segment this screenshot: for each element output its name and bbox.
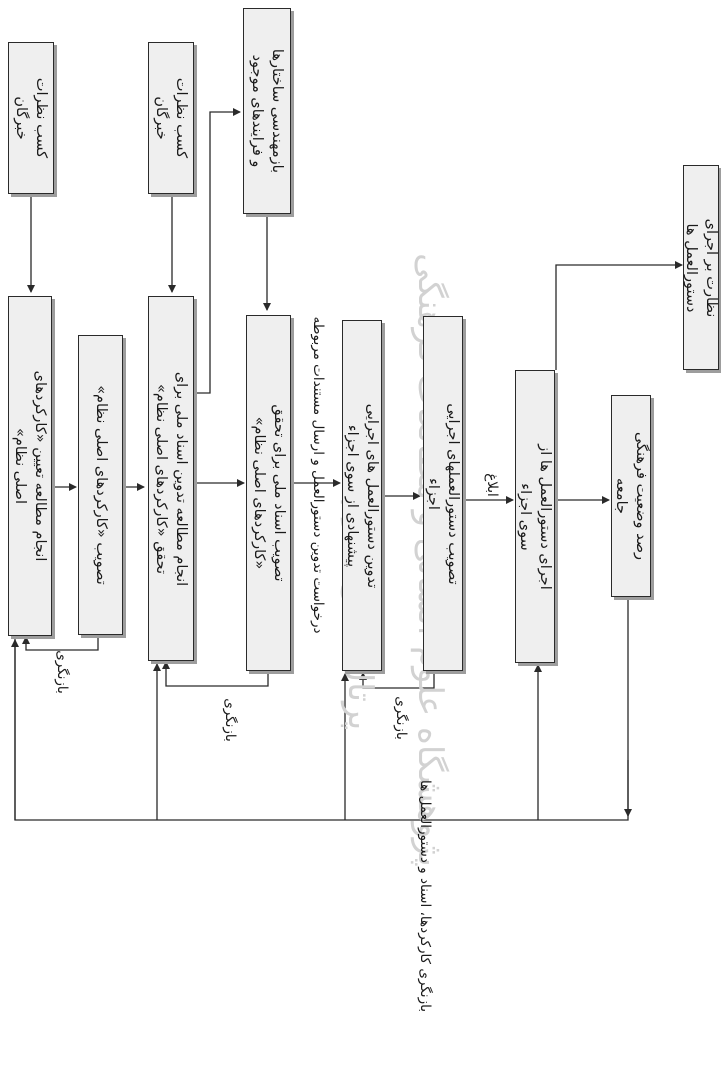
box-approve-national-docs: تصویب اسناد ملی برای تحقق «کارکردهای اصل… xyxy=(246,315,291,671)
box-text: کسب نظرات xyxy=(171,44,191,192)
label-review-3: بازنگری xyxy=(393,696,409,740)
box-text: خبرگان xyxy=(11,44,31,192)
box-text: جامعه xyxy=(611,398,631,594)
label-review-1: بازنگری xyxy=(54,650,70,694)
box-reengineering: بازمهندسی ساختارها و فرایندهای موجود xyxy=(243,8,291,214)
label-notify: ابلاغ xyxy=(484,473,500,497)
box-text: اجزاء xyxy=(423,319,443,669)
box-text: تصویب دستورالعملهای اجرایی xyxy=(443,319,463,669)
arrow-study2-to-reeng xyxy=(196,112,240,393)
box-text: رصد وضعیت فرهنگی xyxy=(631,398,651,594)
box-text: نظارت بر اجرای xyxy=(701,168,721,368)
box-expert-opinion-2: کسب نظرات خبرگان xyxy=(148,42,194,194)
box-draft-instructions: تدوین دستورالعمل های اجرایی پیشنهادی از … xyxy=(342,320,382,671)
box-text: خبرگان xyxy=(151,44,171,192)
box-text: اصلی نظام» xyxy=(10,299,30,633)
label-global-review: بازنگری کارکردها، اسناد و دستورالعمل ها xyxy=(417,780,433,1012)
box-text: تصویب «کارکردهای اصلی نظام» xyxy=(91,338,111,632)
box-implement-instructions: اجرای دستورالعمل ها از سوی اجزاء xyxy=(515,370,555,663)
box-expert-opinion-1: کسب نظرات خبرگان xyxy=(8,42,54,194)
box-oversight: نظارت بر اجرای دستورالعمل ها xyxy=(683,165,719,370)
box-approve-core-functions: تصویب «کارکردهای اصلی نظام» xyxy=(78,335,123,635)
box-monitor-culture: رصد وضعیت فرهنگی جامعه xyxy=(611,395,651,597)
box-study-core-functions: انجام مطالعه تعیین «کارکردهای اصلی نظام» xyxy=(8,296,52,636)
box-text: انجام مطالعه تعیین «کارکردهای xyxy=(30,299,50,633)
box-approve-instructions: تصویب دستورالعملهای اجرایی اجزاء xyxy=(423,316,463,671)
box-text: بازمهندسی ساختارها xyxy=(267,10,287,212)
box-text: اجرای دستورالعمل ها از xyxy=(535,373,555,661)
review-loop-1 xyxy=(26,637,98,650)
box-text: تدوین دستورالعمل های اجرایی xyxy=(362,323,382,668)
arrow-implement-to-oversight xyxy=(556,265,682,370)
box-text: انجام مطالعه تدوین اسناد ملی برای xyxy=(171,299,191,659)
box-text: دستورالعمل ها xyxy=(681,168,701,368)
label-review-2: بازنگری xyxy=(222,698,238,742)
box-text: پیشنهادی از سوی اجزاء xyxy=(342,323,362,668)
box-text: سوی اجزاء xyxy=(515,373,535,661)
box-text: تصویب اسناد ملی برای تحقق xyxy=(269,318,289,668)
box-text: تحقق «کارکردهای اصلی نظام» xyxy=(151,299,171,659)
box-text: «کارکردهای اصلی نظام» xyxy=(249,318,269,668)
box-text: کسب نظرات xyxy=(31,44,51,192)
box-study-national-docs: انجام مطالعه تدوین اسناد ملی برای تحقق «… xyxy=(148,296,194,661)
label-request-instructions: درخواست تدوین دستورالعمل و ارسال مستندات… xyxy=(310,317,326,634)
box-text: و فرایندهای موجود xyxy=(247,10,267,212)
